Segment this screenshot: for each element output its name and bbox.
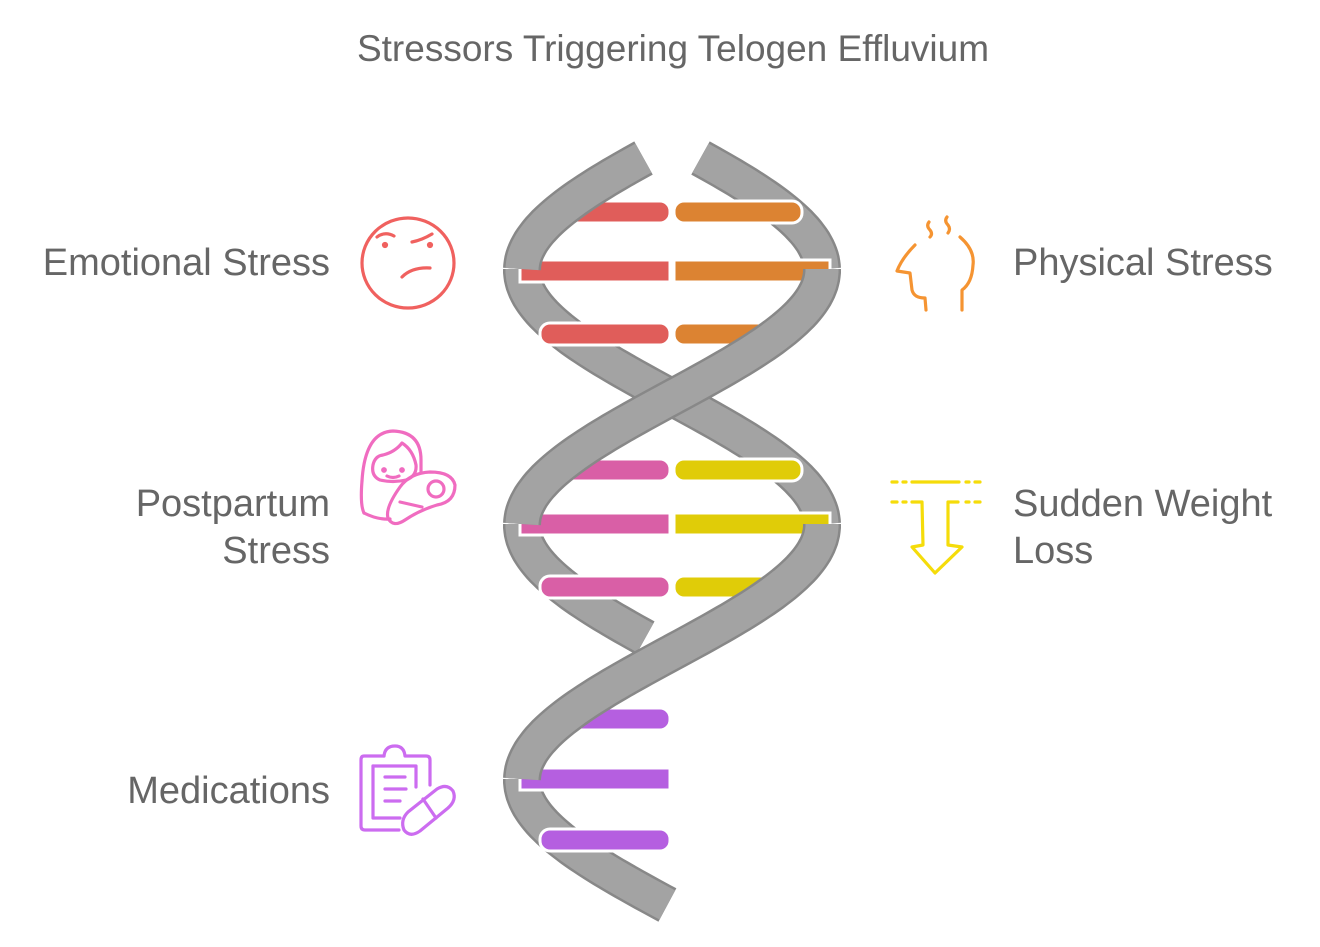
helix-front-segment	[505, 269, 839, 526]
helix-front-segment	[505, 524, 839, 781]
label-line: Sudden Weight	[1013, 483, 1273, 525]
label-line: Stress	[222, 530, 330, 572]
label-emotional-stress: Emotional Stress	[42, 242, 330, 284]
label-line: Loss	[1013, 530, 1094, 572]
base-pair-right	[672, 199, 804, 225]
label-sudden-weight-loss: Sudden Weight Loss	[1013, 481, 1272, 575]
angry-face-icon	[360, 216, 456, 310]
base-pair-left	[518, 258, 672, 284]
base-pair-left	[518, 766, 672, 792]
base-pair-right	[672, 457, 804, 483]
helix-front-segment	[505, 143, 652, 271]
clipboard-pill-icon	[359, 744, 456, 836]
steaming-head-icon	[895, 215, 975, 312]
down-arrow-weight-icon	[890, 480, 982, 575]
label-medications: Medications	[127, 770, 330, 812]
label-postpartum-stress: Postpartum Stress	[136, 481, 330, 575]
diagram-title: Stressors Triggering Telogen Effluvium	[356, 28, 990, 69]
helix-front-strands	[503, 141, 841, 781]
base-pair-left	[518, 511, 672, 537]
base-pair-left	[538, 321, 672, 347]
label-physical-stress: Physical Stress	[1013, 242, 1273, 284]
base-pair-left	[538, 827, 672, 853]
label-line: Postpartum	[135, 483, 330, 525]
base-pair-left	[538, 574, 672, 600]
mother-baby-icon	[359, 429, 457, 526]
